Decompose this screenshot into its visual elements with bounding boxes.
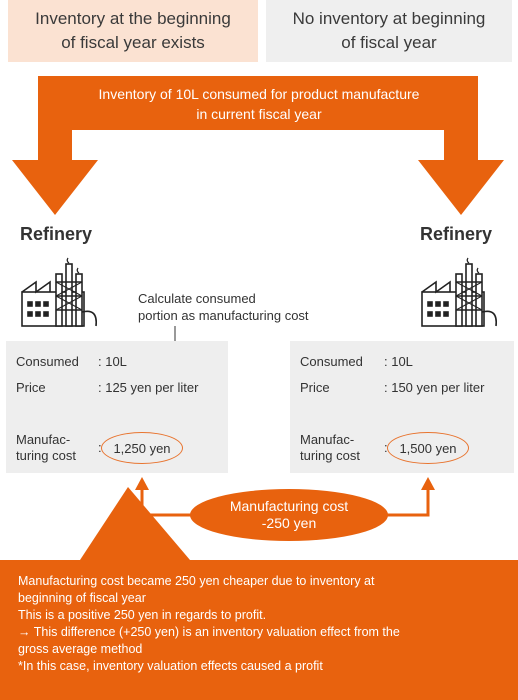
- left-cost-colon: :: [98, 440, 102, 455]
- explanation-box: [0, 560, 518, 700]
- factory-icon: [421, 257, 498, 327]
- explanation-text: Manufacturing cost became 250 yen cheape…: [18, 573, 508, 675]
- left-down-arrow: [12, 130, 98, 215]
- left-cost-value: 1,250 yen: [101, 432, 183, 464]
- right-bracket-arrowhead: [421, 477, 435, 490]
- explanation-line-6: *In this case, inventory valuation effec…: [18, 659, 323, 673]
- callout-wedge: [80, 487, 190, 560]
- left-price-label: Price: [16, 380, 46, 395]
- explanation-line-5: gross average method: [18, 642, 143, 656]
- left-bracket-arrowhead: [135, 477, 149, 490]
- explanation-line-1: Manufacturing cost became 250 yen cheape…: [18, 574, 375, 588]
- right-price-value: : 150 yen per liter: [384, 380, 485, 395]
- calculation-note: Calculate consumed portion as manufactur…: [138, 291, 309, 323]
- cost-difference-line-1: Manufacturing cost: [229, 498, 349, 514]
- header-inventory-exists: Inventory at the beginning of fiscal yea…: [8, 0, 258, 62]
- cost-difference-ellipse: Manufacturing cost -250 yen: [190, 489, 388, 541]
- left-consumed-value: : 10L: [98, 354, 127, 369]
- left-consumed-label: Consumed: [16, 354, 79, 369]
- explanation-line-3: This is a positive 250 yen in regards to…: [18, 608, 267, 622]
- explanation-line-4: → This difference (+250 yen) is an inven…: [18, 625, 400, 639]
- right-cost-value: 1,500 yen: [387, 432, 469, 464]
- left-bracket-line: [140, 484, 192, 517]
- right-cost-colon: :: [384, 440, 388, 455]
- left-price-value: : 125 yen per liter: [98, 380, 199, 395]
- refinery-title-left: Refinery: [20, 224, 93, 244]
- right-consumed-label: Consumed: [300, 354, 363, 369]
- factory-icon: [21, 257, 98, 327]
- header-no-inventory: No inventory at beginning of fiscal year: [266, 0, 512, 62]
- left-cost-label: Manufac- turing cost: [16, 432, 76, 463]
- right-consumed-value: : 10L: [384, 354, 413, 369]
- banner-line-2: in current fiscal year: [196, 106, 322, 122]
- cost-difference-line-2: -250 yen: [261, 515, 317, 531]
- banner-band: [38, 76, 478, 130]
- right-price-label: Price: [300, 380, 330, 395]
- explanation-line-2: beginning of fiscal year: [18, 591, 146, 605]
- right-down-arrow: [418, 130, 504, 215]
- right-cost-label: Manufac- turing cost: [300, 432, 360, 463]
- banner-line-1: Inventory of 10L consumed for product ma…: [98, 86, 420, 102]
- refinery-title-right: Refinery: [420, 224, 493, 244]
- right-bracket-line: [386, 484, 430, 517]
